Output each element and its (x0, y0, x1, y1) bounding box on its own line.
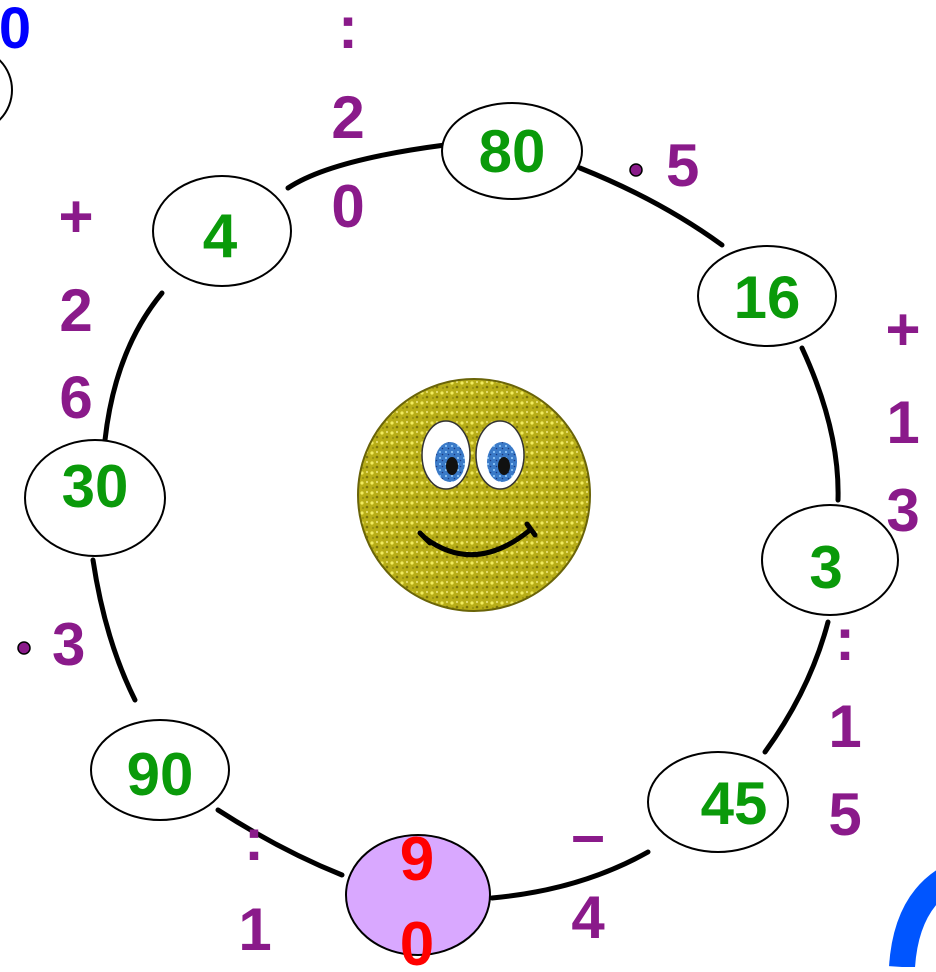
corner-number: 0 (0, 0, 31, 61)
multiply-dot-icon (630, 164, 642, 176)
operation-digit: 3 (886, 477, 919, 544)
operation-symbol: : (244, 806, 264, 873)
link-3-45 (765, 622, 828, 752)
operation-digit: 1 (886, 389, 919, 456)
operation-digit: 2 (331, 84, 364, 151)
link-30-4 (105, 293, 162, 440)
operation-symbol: : (835, 606, 855, 673)
chain-node-3: 3 (762, 505, 898, 615)
operation-multiply-3: 3 (18, 611, 85, 678)
operation-add-26: + 2 6 (58, 183, 93, 431)
chain-node-4: 4 (153, 176, 291, 286)
node-value: 80 (479, 118, 546, 185)
operation-digit: 6 (59, 364, 92, 431)
start-digit-2: 0 (400, 910, 434, 967)
multiply-dot-icon (18, 642, 30, 654)
node-value: 3 (809, 534, 842, 601)
operation-divide-20: : 2 0 (331, 0, 364, 240)
chain-node-16: 16 (698, 246, 836, 346)
link-start-90 (218, 810, 342, 875)
link-4-80 (288, 145, 445, 188)
operation-digit: 3 (52, 611, 85, 678)
link-45-start (492, 852, 648, 898)
link-16-3 (802, 348, 838, 500)
chain-node-45: 45 (648, 752, 788, 852)
operation-add-13: + 1 3 (885, 296, 920, 544)
chain-node-90: 90 (91, 720, 229, 820)
operation-symbol: + (58, 183, 93, 250)
operation-digit: 1 (828, 693, 861, 760)
operation-digit: 1 (238, 896, 271, 963)
node-value: 90 (127, 741, 194, 808)
smiley-face-icon (358, 379, 590, 611)
operation-multiply-5: 5 (630, 132, 699, 199)
chain-node-30: 30 (25, 440, 165, 556)
node-value: 45 (701, 770, 768, 837)
operation-divide-1: : 1 (238, 806, 271, 963)
operation-symbol: : (338, 0, 358, 61)
operation-digit: 5 (666, 132, 699, 199)
decorative-blue-arc (902, 880, 936, 967)
link-80-16 (580, 168, 722, 245)
operation-divide-15: : 1 5 (828, 606, 861, 848)
chain-node-start: 9 0 (346, 825, 490, 967)
operation-digit: 2 (59, 277, 92, 344)
node-value: 30 (62, 453, 129, 520)
chain-node-80: 80 (442, 103, 582, 199)
node-value: 4 (203, 202, 238, 271)
operation-symbol: – (571, 801, 604, 868)
operation-digit: 0 (331, 173, 364, 240)
node-value: 16 (734, 264, 801, 331)
operation-digit: 4 (571, 884, 605, 951)
operation-symbol: + (885, 296, 920, 363)
operation-digit: 5 (828, 781, 861, 848)
start-digit-1: 9 (400, 825, 434, 894)
link-90-30 (93, 560, 135, 700)
